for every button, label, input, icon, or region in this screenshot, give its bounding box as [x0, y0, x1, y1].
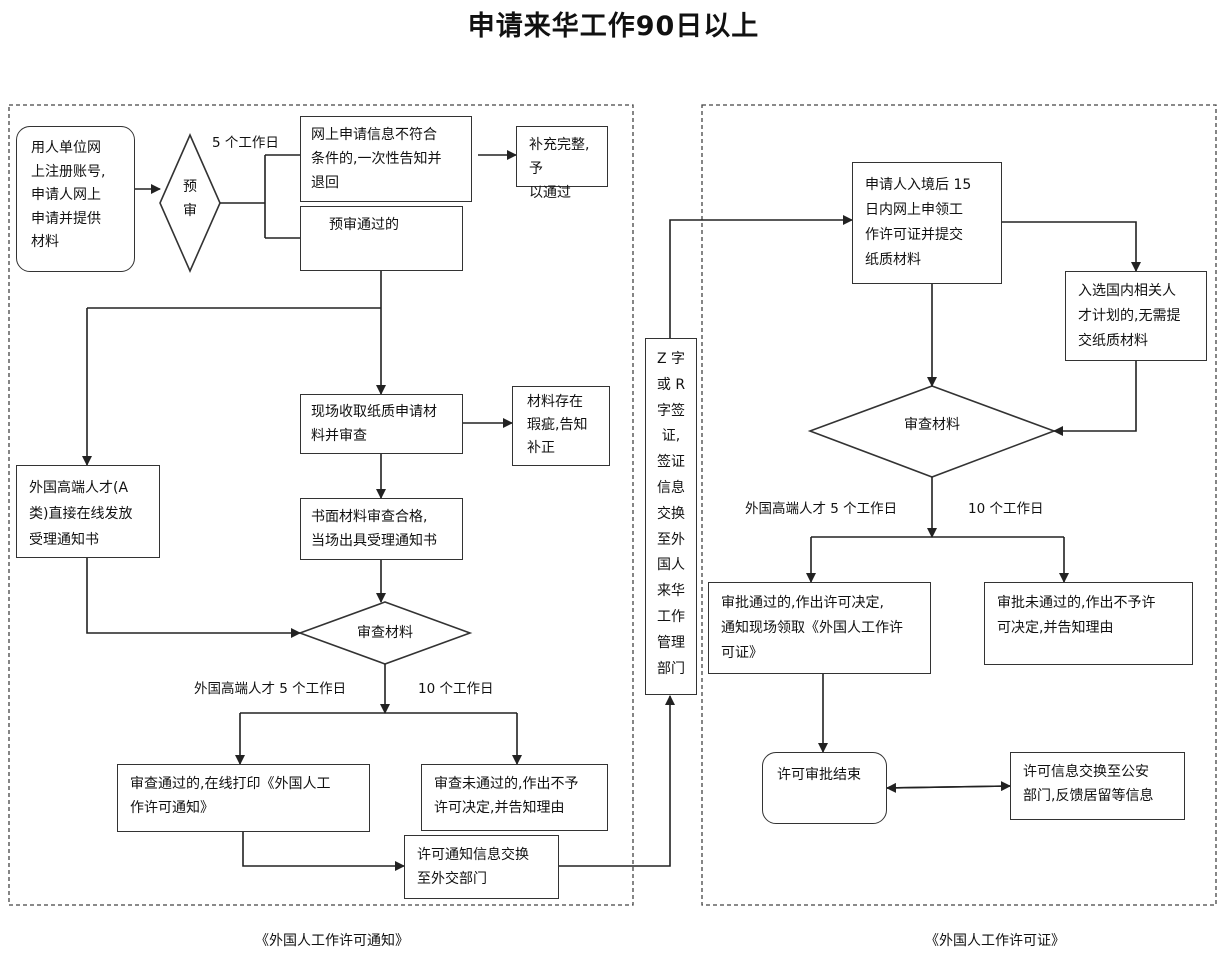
review-right-label: 审查材料 [904, 417, 960, 433]
diamonds [159, 133, 1057, 665]
arrow-exchange-visa [559, 695, 675, 867]
onsite-box: 现场收取纸质申请材 料并审查 [300, 394, 463, 454]
entry-box: 申请人入境后 15 日内网上申领工 作许可证并提交 纸质材料 [852, 162, 1002, 284]
written-ok-box: 书面材料审查合格, 当场出具受理通知书 [300, 498, 463, 560]
connectors [82, 150, 1141, 871]
online-fail-box: 网上申请信息不符合 条件的,一次性告知并 退回 [300, 116, 472, 202]
dashed-frames [8, 104, 1217, 906]
days10-right-label: 10 个工作日 [968, 501, 1044, 517]
left-caption: 《外国人工作许可通知》 [255, 933, 409, 949]
fail-box: 审查未通过的,作出不予 许可决定,并告知理由 [421, 764, 608, 831]
days-high-left-label: 外国高端人才 5 个工作日 [194, 681, 347, 697]
days5-top-label: 5 个工作日 [212, 135, 279, 151]
supplement-box: 补充完整,予 以通过 [516, 126, 608, 201]
public-security-box: 许可信息交换至公安 部门,反馈居留等信息 [1010, 752, 1185, 820]
arrow-pass-exchange [242, 831, 405, 871]
right-caption: 《外国人工作许可证》 [925, 933, 1065, 949]
right-dashed-frame [701, 104, 1217, 906]
register-box: 用人单位网 上注册账号, 申请人网上 申请并提供 材料 [16, 126, 135, 272]
arrow-high-end-review [86, 557, 301, 638]
page-title: 申请来华工作90日以上 [467, 11, 760, 42]
pass-box: 审查通过的,在线打印《外国人工 作许可通知》 [117, 764, 370, 832]
exchange-box: 许可通知信息交换 至外交部门 [404, 835, 559, 899]
review-left-label: 审查材料 [357, 625, 413, 641]
left-dashed-frame [8, 104, 634, 906]
defect-box: 材料存在 瑕疵,告知 补正 [512, 386, 610, 466]
high-end-box: 外国高端人才(A 类)直接在线发放 受理通知书 [16, 465, 160, 558]
arrow-talent-review [1053, 361, 1137, 436]
arrow-visa-entry [669, 215, 853, 338]
arrow-entry-talent [1002, 221, 1141, 272]
visa-box: Z 字 或 R 字签 证, 签证 信息 交换 至外 国人 来华 工作 管理 部门 [645, 338, 697, 695]
approve-box: 审批通过的,作出许可决定, 通知现场领取《外国人工作许 可证》 [708, 582, 931, 674]
days-high-right-label: 外国高端人才 5 个工作日 [745, 501, 898, 517]
prereview-diamond [159, 133, 221, 273]
prereview-pass-box: 预审通过的 [300, 206, 463, 271]
days10-left-label: 10 个工作日 [418, 681, 494, 697]
prereview-label: 预 审 [183, 179, 197, 219]
arrow-public-security-end [886, 782, 1011, 793]
reject-box: 审批未通过的,作出不予许 可决定,并告知理由 [984, 582, 1193, 665]
end-box: 许可审批结束 [762, 752, 887, 824]
talent-box: 入选国内相关人 才计划的,无需提 交纸质材料 [1065, 271, 1207, 361]
